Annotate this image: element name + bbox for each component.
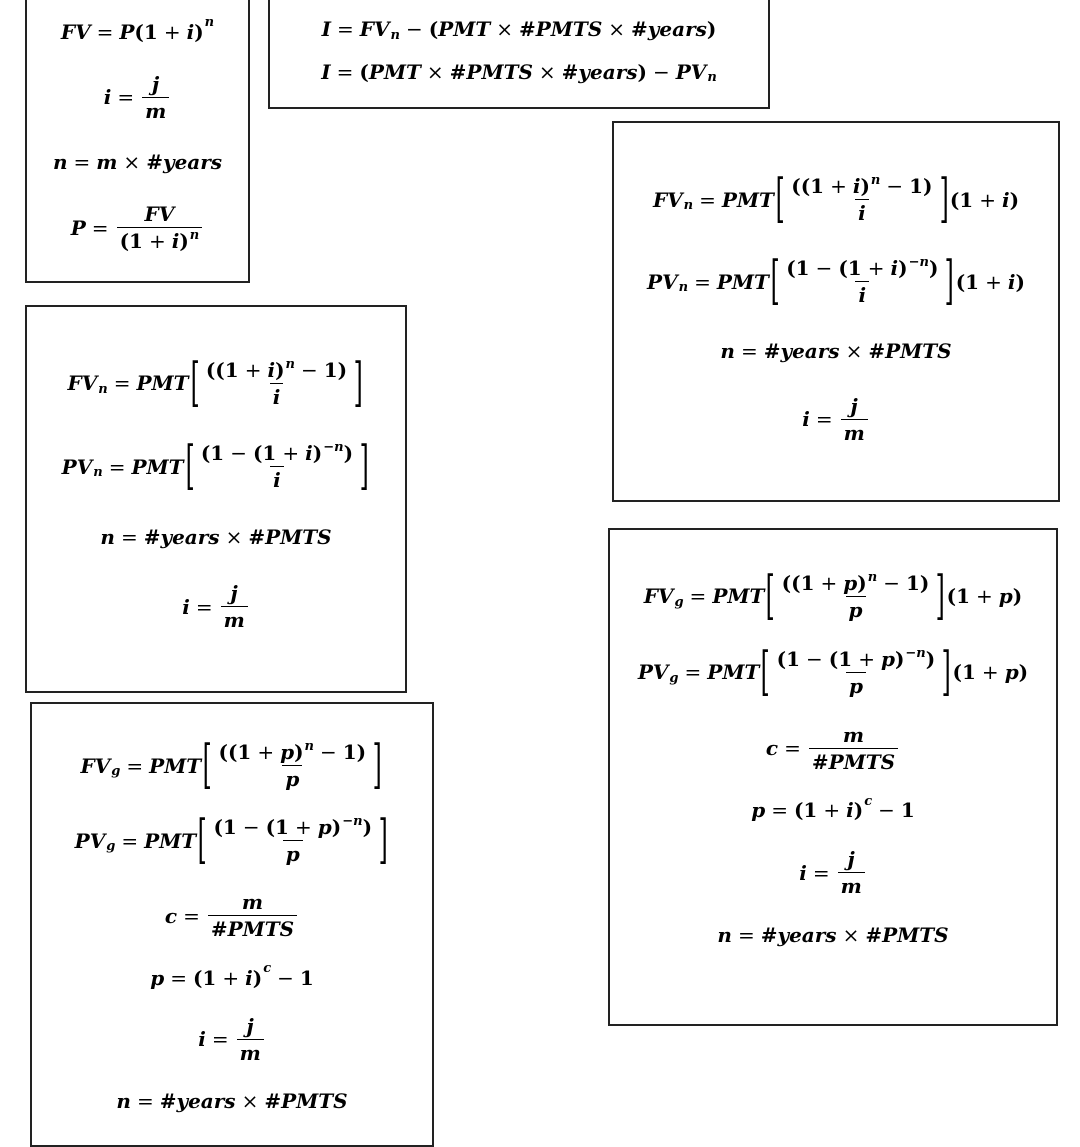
formula-equivalent-rate: p=(1+i)c−1: [751, 793, 915, 823]
formula-c-ratio: c= m#PMTS: [766, 725, 900, 772]
formula-present-value: P= FV(1+i)n: [71, 204, 205, 251]
formula-future-value: FV=P(1+i)n: [60, 15, 215, 44]
formula-n-payments: n=#years×#PMTS: [717, 923, 949, 948]
formula-n-payments: n=#years×#PMTS: [100, 524, 332, 549]
formula-number-of-periods: n=m×#years: [52, 150, 223, 175]
formula-equivalent-rate: p=(1+i)c−1: [150, 961, 314, 990]
formula-c-ratio: c= m#PMTS: [165, 892, 299, 939]
formula-n-payments: n=#years×#PMTS: [116, 1088, 348, 1113]
formula-n-payments: n=#years×#PMTS: [720, 338, 952, 363]
